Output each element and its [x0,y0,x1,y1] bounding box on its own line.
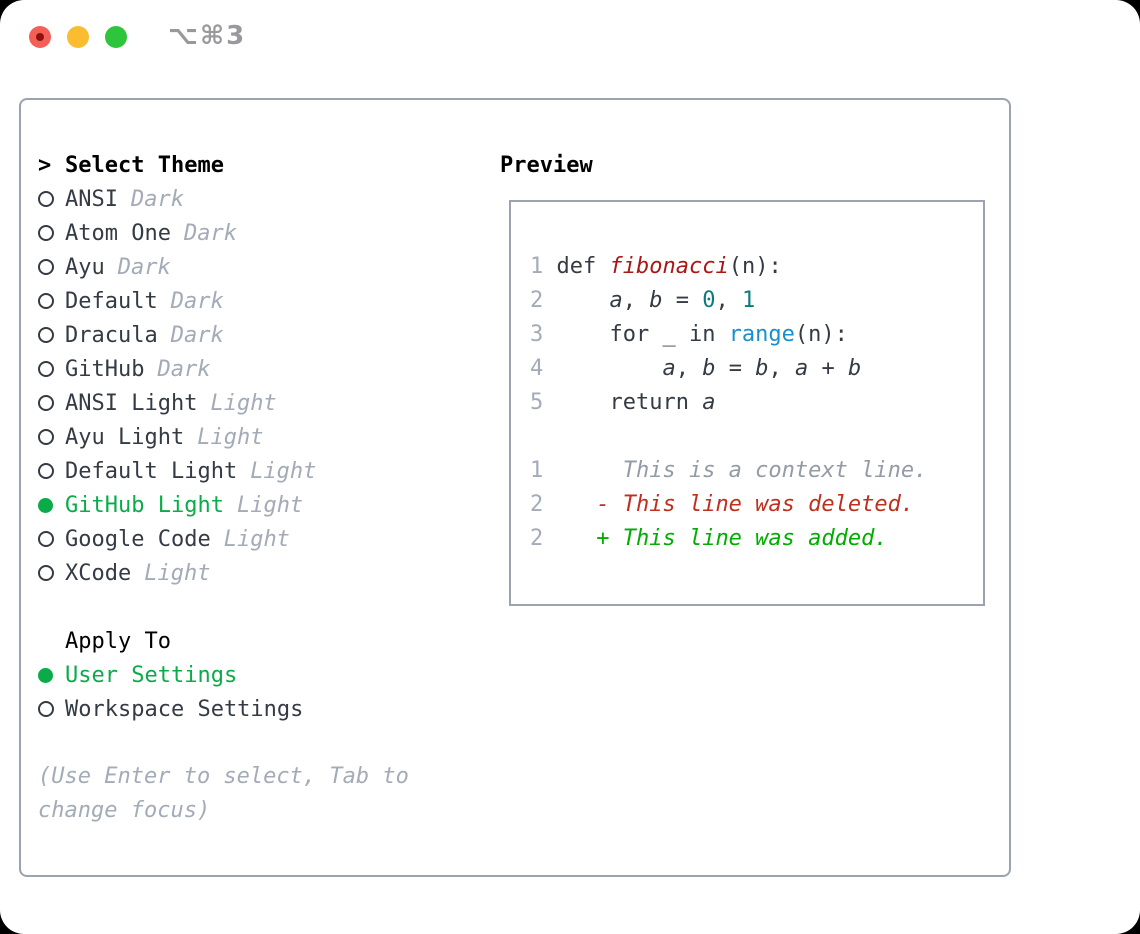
code-line: 2 + This line was added. [530,526,888,551]
line-number: 1 [530,458,544,483]
theme-option-ansi[interactable]: ANSI Dark [38,182,478,216]
radio-icon [38,463,65,479]
window-title: ⌥⌘3 [168,21,247,51]
code-line: 4 a, b = b, a + b [530,356,862,381]
theme-variant-tag: Dark [130,186,184,212]
apply-option-workspace-settings[interactable]: Workspace Settings [38,692,478,726]
apply-option-label: Workspace Settings [65,696,304,722]
theme-variant-tag: Dark [170,288,224,314]
radio-selected-icon [38,667,65,683]
theme-label: Default [65,288,158,314]
code-line: 1 This is a context line. [530,458,928,483]
record-dot-icon [36,33,44,41]
line-number: 2 [530,288,544,313]
line-number: 4 [530,356,544,381]
theme-label: ANSI Light [65,390,198,416]
theme-variant-tag: Light [236,492,304,518]
theme-label: Ayu [65,254,105,280]
theme-option-dracula[interactable]: Dracula Dark [38,318,478,352]
radio-icon [38,259,65,275]
line-number: 1 [530,254,544,279]
code-line: 2 a, b = 0, 1 [530,288,756,313]
line-number: 5 [530,390,544,415]
theme-label: XCode [65,560,132,586]
theme-variant-tag: Dark [170,322,224,348]
radio-icon [38,293,65,309]
theme-label: Ayu Light [65,424,185,450]
theme-variant-tag: Light [223,526,290,552]
theme-label: ANSI [65,186,118,212]
radio-icon [38,191,65,207]
radio-icon [38,361,65,377]
minimize-button[interactable] [67,26,89,48]
zoom-button[interactable] [105,26,127,48]
code-line: 3 for _ in range(n): [530,322,848,347]
theme-label: GitHub Light [65,492,224,518]
blank-line [530,420,927,454]
theme-option-ansi-light[interactable]: ANSI Light Light [38,386,478,420]
theme-label: GitHub [65,356,145,382]
focus-caret-icon: > [38,152,52,178]
theme-label: Dracula [65,322,158,348]
apply-to-header-label: Apply To [65,628,171,654]
radio-selected-icon [38,497,65,513]
radio-icon [38,327,65,343]
theme-option-github[interactable]: GitHub Dark [38,352,478,386]
theme-option-ayu[interactable]: Ayu Dark [38,250,478,284]
theme-option-atom-one[interactable]: Atom One Dark [38,216,478,250]
select-theme-header-label: Select Theme [65,152,224,178]
theme-variant-tag: Dark [157,356,211,382]
theme-variant-tag: Dark [117,254,171,280]
theme-option-xcode[interactable]: XCode Light [38,556,478,590]
theme-label: Google Code [65,526,211,552]
theme-variant-tag: Light [197,424,264,450]
radio-icon [38,395,65,411]
theme-label: Atom One [65,220,171,246]
line-number: 2 [530,492,544,517]
preview-box: 1 def fibonacci(n): 2 a, b = 0, 1 3 for _ … [509,200,985,606]
theme-option-google-code[interactable]: Google Code Light [38,522,478,556]
theme-option-ayu-light[interactable]: Ayu Light Light [38,420,478,454]
code-line: 5 return a [530,390,716,415]
preview-header: Preview [500,152,593,178]
code-line: 2 - This line was deleted. [530,492,915,517]
theme-option-default[interactable]: Default Dark [38,284,478,318]
line-number: 2 [530,526,544,551]
theme-variant-tag: Light [144,560,211,586]
code-line: 1 def fibonacci(n): [530,254,782,279]
help-text: (Use Enter to select, Tab to change focu… [38,764,409,823]
code-preview: 1 def fibonacci(n): 2 a, b = 0, 1 3 for _ … [530,250,927,556]
theme-option-default-light[interactable]: Default Light Light [38,454,478,488]
titlebar: ⌥⌘3 [0,0,1140,75]
theme-variant-tag: Light [250,458,317,484]
radio-icon [38,531,65,547]
radio-icon [38,565,65,581]
theme-variant-tag: Dark [183,220,237,246]
line-number: 3 [530,322,544,347]
apply-to-header: Apply To [38,624,478,658]
theme-option-github-light[interactable]: GitHub Light Light [38,488,478,522]
theme-label: Default Light [65,458,238,484]
radio-icon [38,429,65,445]
apply-option-label: User Settings [65,662,238,688]
select-theme-header: > Select Theme [38,148,478,182]
close-button[interactable] [29,26,51,48]
theme-variant-tag: Light [210,390,277,416]
radio-icon [38,225,65,241]
radio-icon [38,701,65,717]
apply-option-user-settings[interactable]: User Settings [38,658,478,692]
